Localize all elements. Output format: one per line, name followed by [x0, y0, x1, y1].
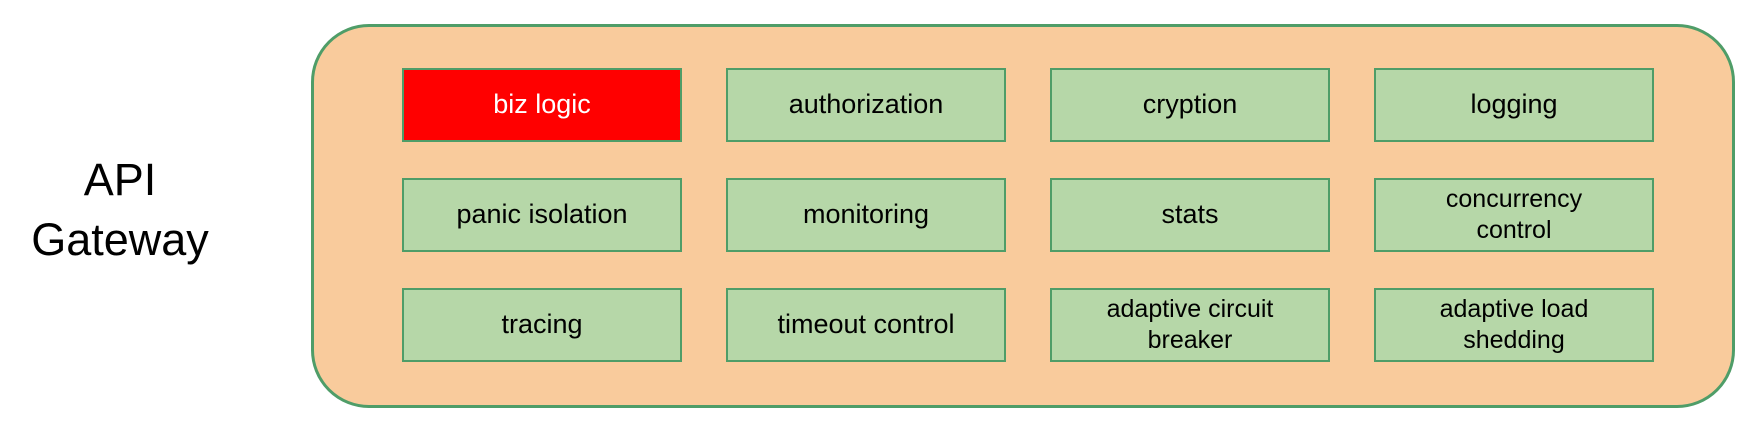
- box-biz-logic: biz logic: [402, 68, 682, 142]
- box-authorization: authorization: [726, 68, 1006, 142]
- box-adaptive-circuit-breaker: adaptive circuit breaker: [1050, 288, 1330, 362]
- box-panic-isolation: panic isolation: [402, 178, 682, 252]
- box-timeout-control: timeout control: [726, 288, 1006, 362]
- box-cryption: cryption: [1050, 68, 1330, 142]
- feature-grid: biz logic authorization cryption logging…: [402, 68, 1654, 362]
- box-concurrency-control: concurrency control: [1374, 178, 1654, 252]
- box-stats: stats: [1050, 178, 1330, 252]
- box-monitoring: monitoring: [726, 178, 1006, 252]
- api-gateway-label: API Gateway: [31, 154, 209, 265]
- box-tracing: tracing: [402, 288, 682, 362]
- box-adaptive-load-shedding: adaptive load shedding: [1374, 288, 1654, 362]
- api-gateway-container: biz logic authorization cryption logging…: [311, 24, 1735, 408]
- box-logging: logging: [1374, 68, 1654, 142]
